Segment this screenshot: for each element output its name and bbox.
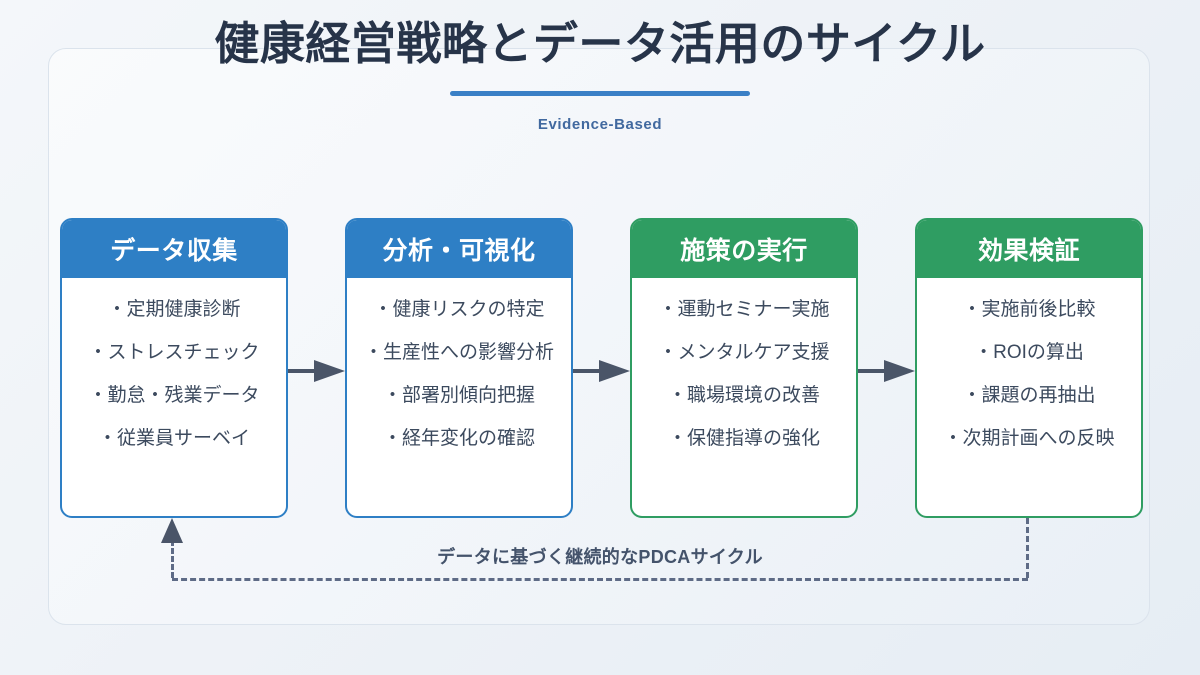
flow-arrow-right-icon [858, 360, 915, 382]
card-body: ・実施前後比較 ・ROIの算出 ・課題の再抽出 ・次期計画への反映 [917, 278, 1141, 516]
list-item: ・次期計画への反映 [943, 428, 1115, 449]
loop-arrow-up-icon [161, 518, 183, 543]
loop-label: データに基づく継続的なPDCAサイクル [437, 547, 763, 567]
loop-segment-right [1026, 518, 1029, 578]
loop-segment-bottom [172, 578, 1028, 581]
card-body: ・定期健康診断 ・ストレスチェック ・勤怠・残業データ ・従業員サーベイ [62, 278, 286, 516]
list-item: ・職場環境の改善 [667, 385, 820, 406]
loop-segment-left [171, 540, 174, 578]
list-item: ・運動セミナー実施 [658, 299, 830, 320]
list-item: ・従業員サーベイ [97, 428, 250, 449]
card-title: 効果検証 [917, 220, 1141, 278]
list-item: ・課題の再抽出 [962, 385, 1096, 406]
list-item: ・経年変化の確認 [382, 428, 535, 449]
process-card-4[interactable]: 効果検証 ・実施前後比較 ・ROIの算出 ・課題の再抽出 ・次期計画への反映 [915, 218, 1143, 518]
list-item: ・ROIの算出 [974, 342, 1084, 363]
list-item: ・定期健康診断 [107, 299, 241, 320]
card-title: 分析・可視化 [347, 220, 571, 278]
list-item: ・勤怠・残業データ [88, 385, 260, 406]
page-title: 健康経営戦略とデータ活用のサイクル [214, 18, 986, 69]
card-title: データ収集 [62, 220, 286, 278]
process-cards-row: データ収集 ・定期健康診断 ・ストレスチェック ・勤怠・残業データ ・従業員サー… [60, 218, 1143, 518]
list-item: ・メンタルケア支援 [658, 342, 830, 363]
process-card-1[interactable]: データ収集 ・定期健康診断 ・ストレスチェック ・勤怠・残業データ ・従業員サー… [60, 218, 288, 518]
title-block: 健康経営戦略とデータ活用のサイクル Evidence-Based [0, 18, 1200, 133]
process-card-2[interactable]: 分析・可視化 ・健康リスクの特定 ・生産性への影響分析 ・部署別傾向把握 ・経年… [345, 218, 573, 518]
list-item: ・保健指導の強化 [667, 428, 820, 449]
flow-arrow-right-icon [288, 360, 345, 382]
page-subtitle: Evidence-Based [537, 115, 663, 133]
process-card-3[interactable]: 施策の実行 ・運動セミナー実施 ・メンタルケア支援 ・職場環境の改善 ・保健指導… [630, 218, 858, 518]
list-item: ・生産性への影響分析 [363, 342, 554, 363]
flow-arrow-right-icon [573, 360, 630, 382]
card-body: ・健康リスクの特定 ・生産性への影響分析 ・部署別傾向把握 ・経年変化の確認 [347, 278, 571, 516]
list-item: ・ストレスチェック [88, 342, 260, 363]
list-item: ・実施前後比較 [962, 299, 1096, 320]
title-underline [450, 90, 750, 96]
list-item: ・部署別傾向把握 [382, 385, 535, 406]
card-title: 施策の実行 [632, 220, 856, 278]
card-body: ・運動セミナー実施 ・メンタルケア支援 ・職場環境の改善 ・保健指導の強化 [632, 278, 856, 516]
list-item: ・健康リスクの特定 [373, 299, 545, 320]
